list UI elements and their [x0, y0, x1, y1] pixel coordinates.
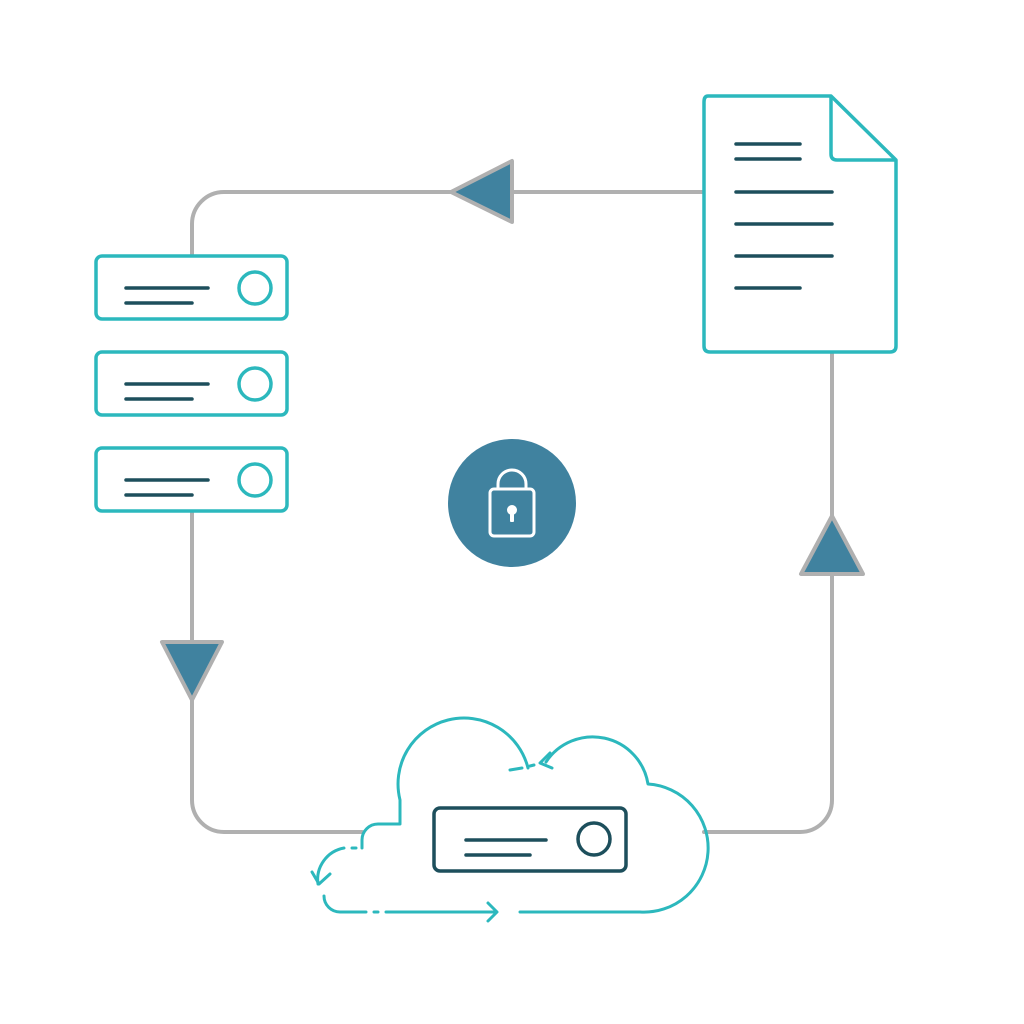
server-unit [94, 446, 289, 513]
cloud-server-unit [432, 806, 628, 873]
lock-icon [448, 439, 576, 567]
server-unit [94, 254, 289, 321]
arrow-up-icon [799, 514, 865, 576]
keyhole-slot [510, 511, 514, 522]
cloud-dash-top [508, 763, 536, 772]
document-fold [829, 96, 896, 162]
cloud-server-icon [310, 716, 710, 923]
padlock [488, 468, 536, 538]
arrow-down-icon [160, 640, 224, 702]
document-text-lines [734, 142, 834, 290]
cloud-arrowhead-left [310, 870, 332, 886]
server-unit [94, 350, 289, 417]
server-indicator-icon [237, 270, 273, 306]
cloud-arrowhead-bottom [486, 901, 499, 923]
keyhole-icon [507, 505, 517, 515]
connector-loop [190, 190, 834, 834]
server-indicator-icon [576, 821, 612, 857]
cloud-arrowhead-top [538, 751, 554, 770]
cloud-return-left [316, 846, 358, 886]
connector-left [190, 510, 364, 834]
server-indicator-icon [237, 462, 273, 498]
lock-badge [448, 439, 576, 567]
cloud-outline [360, 716, 710, 914]
connector-bottom-right [702, 350, 834, 834]
server-stack-icon [94, 254, 289, 513]
server-indicator-icon [237, 366, 273, 402]
cloud-return-bottom [322, 894, 498, 914]
connector-top [190, 190, 706, 258]
document-icon [702, 94, 898, 354]
arrow-left-icon [449, 159, 514, 224]
